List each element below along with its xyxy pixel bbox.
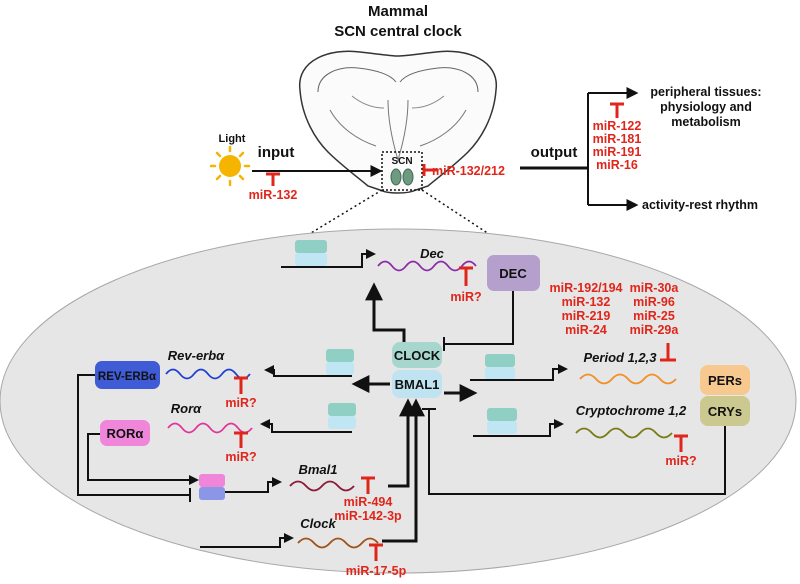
input-label: input: [258, 144, 295, 161]
peripheral-label-line3: metabolism: [671, 115, 740, 129]
reverb-promoter: [326, 349, 354, 375]
mir-peripheral-2: miR-181: [593, 132, 642, 146]
mir-rora-label: miR?: [225, 450, 256, 464]
output-label: output: [531, 144, 578, 161]
bmal1-gene-label: Bmal1: [298, 462, 337, 477]
mir-peripheral-4: miR-16: [596, 158, 638, 172]
title-line2: SCN central clock: [334, 23, 462, 40]
clock-mrna-wave: [297, 537, 379, 549]
activity-label: activity-rest rhythm: [642, 198, 758, 212]
scn-nucleus-left: [390, 168, 402, 186]
sun-icon: [209, 145, 251, 187]
mir-bmal1-1: miR-494: [344, 495, 393, 509]
mir-scn-label: miR-132/212: [432, 164, 505, 178]
clock-protein-label: CLOCK: [394, 348, 441, 363]
mir-peripheral-3: miR-191: [593, 145, 642, 159]
zoom-line-right: [421, 189, 493, 237]
dec-protein-box: [487, 255, 540, 291]
mir-period-left-4: miR-24: [565, 323, 607, 337]
reverb-protein-label: REV-ERBα: [98, 371, 156, 383]
rora-gene-label: Rorα: [171, 401, 202, 416]
title-line1: Mammal: [368, 3, 428, 20]
reverb-tss: [264, 365, 352, 377]
dec-gene-label: Dec: [420, 246, 445, 261]
cry-promoter: [487, 408, 517, 434]
reverb-gene-label: Rev-erbα: [168, 348, 225, 363]
mir-period-left-1: miR-192/194: [550, 281, 623, 295]
rora-to-bmal1-arrow: [87, 433, 199, 485]
rora-tss: [260, 419, 352, 433]
mir-period-left-2: miR-132: [562, 295, 611, 309]
mir-input-label: miR-132: [249, 188, 298, 202]
dec-promoter: [295, 240, 327, 266]
cry-tss: [473, 419, 564, 437]
rora-promoter: [328, 403, 356, 429]
period-mrna-wave: [579, 373, 677, 385]
scn-label: SCN: [391, 156, 412, 167]
mir-period-right-1: miR-30a: [630, 281, 680, 295]
clock-protein-box: [392, 342, 442, 368]
dec-tss: [281, 249, 376, 268]
pers-protein-label: PERs: [708, 373, 742, 388]
bmal1-protein-box: [392, 370, 442, 398]
dec-feedback-line: [444, 291, 514, 345]
period-gene-label: Period 1,2,3: [584, 350, 658, 365]
clock-to-protein-arrow: [382, 398, 425, 543]
bmal1-protein-label: BMAL1: [395, 377, 440, 392]
mir-period-right-4: miR-29a: [630, 323, 680, 337]
peripheral-label-line2: physiology and: [660, 100, 752, 114]
mir-dec-label: miR?: [450, 290, 481, 304]
peripheral-label-line1: peripheral tissues:: [650, 85, 761, 99]
reverb-protein-box: [95, 361, 160, 389]
cry-gene-label: Cryptochrome 1,2: [576, 403, 687, 418]
mir-peripheral-1: miR-122: [593, 119, 642, 133]
period-promoter: [485, 354, 515, 380]
bmal1-tss: [225, 477, 282, 493]
period-tss: [470, 364, 568, 381]
clock-to-dec-arrow: [365, 282, 406, 342]
mir-period-left-3: miR-219: [562, 309, 611, 323]
bmal1-promoter: [199, 474, 225, 500]
pers-protein-box: [700, 365, 750, 395]
rora-protein-label: RORα: [107, 426, 144, 441]
reverb-to-bmal1-line: [77, 374, 190, 496]
scn-nucleus-right: [402, 168, 414, 186]
mir-period-right-2: miR-96: [633, 295, 675, 309]
light-label: Light: [219, 133, 246, 145]
bmal1-mrna-wave: [289, 480, 355, 492]
crys-protein-box: [700, 396, 750, 426]
mir-bmal1-2: miR-142-3p: [334, 509, 402, 523]
mir-clock-label: miR-17-5p: [346, 564, 407, 578]
cell-ellipse: [0, 228, 797, 574]
mir-reverb-label: miR?: [225, 396, 256, 410]
bmal1-to-protein-arrow: [388, 398, 417, 488]
clock-gene-label: Clock: [300, 516, 336, 531]
cry-mrna-wave: [575, 427, 673, 439]
mir-cry-label: miR?: [665, 454, 696, 468]
dec-protein-label: DEC: [499, 266, 527, 281]
clock-tss: [200, 533, 294, 548]
rora-protein-box: [100, 420, 150, 446]
mir-period-right-3: miR-25: [633, 309, 675, 323]
crys-protein-label: CRYs: [708, 404, 742, 419]
rora-mrna-wave: [167, 422, 253, 434]
reverb-mrna-wave: [165, 368, 251, 380]
pers-crys-feedback-line: [428, 409, 726, 495]
